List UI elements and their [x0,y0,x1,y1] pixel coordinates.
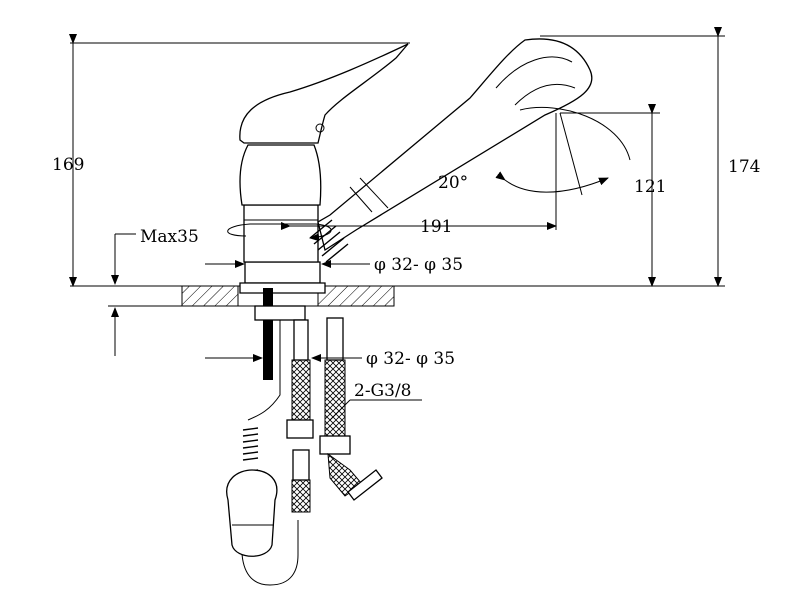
dim-hole-lower: φ 32- φ 35 [205,349,455,369]
thread-callout: 2-G3/8 [329,381,422,421]
mounting-stud [263,288,273,380]
faucet-body [239,144,326,294]
dim-hole-lower-label: φ 32- φ 35 [366,349,455,369]
dim-191-label: 191 [420,217,452,237]
dim-174-label: 174 [728,157,760,177]
supply-hose-right [319,317,383,501]
countertop [70,285,725,307]
rotation-arrow [227,223,332,242]
supply-hose-left [286,319,314,513]
dim-191: 191 [281,113,557,237]
dim-hole-upper-label: φ 32- φ 35 [374,255,463,275]
dim-169-label: 169 [52,155,84,175]
hose-weight [226,427,278,557]
angle-20: 20° [438,106,631,196]
dim-max35: Max35 [108,227,199,356]
dim-174: 174 [540,27,760,287]
shank-nut [254,305,306,321]
dim-max35-label: Max35 [140,227,199,247]
dim-hole-upper: φ 32- φ 35 [205,255,463,275]
thread-callout-label: 2-G3/8 [354,381,412,401]
pull-out-hose [241,320,299,586]
lever-handle [239,43,409,144]
pull-out-spout [317,38,593,252]
dim-121-label: 121 [634,177,666,197]
angle-20-label: 20° [438,173,468,193]
dim-169: 169 [52,34,410,287]
dim-121: 121 [560,104,666,287]
